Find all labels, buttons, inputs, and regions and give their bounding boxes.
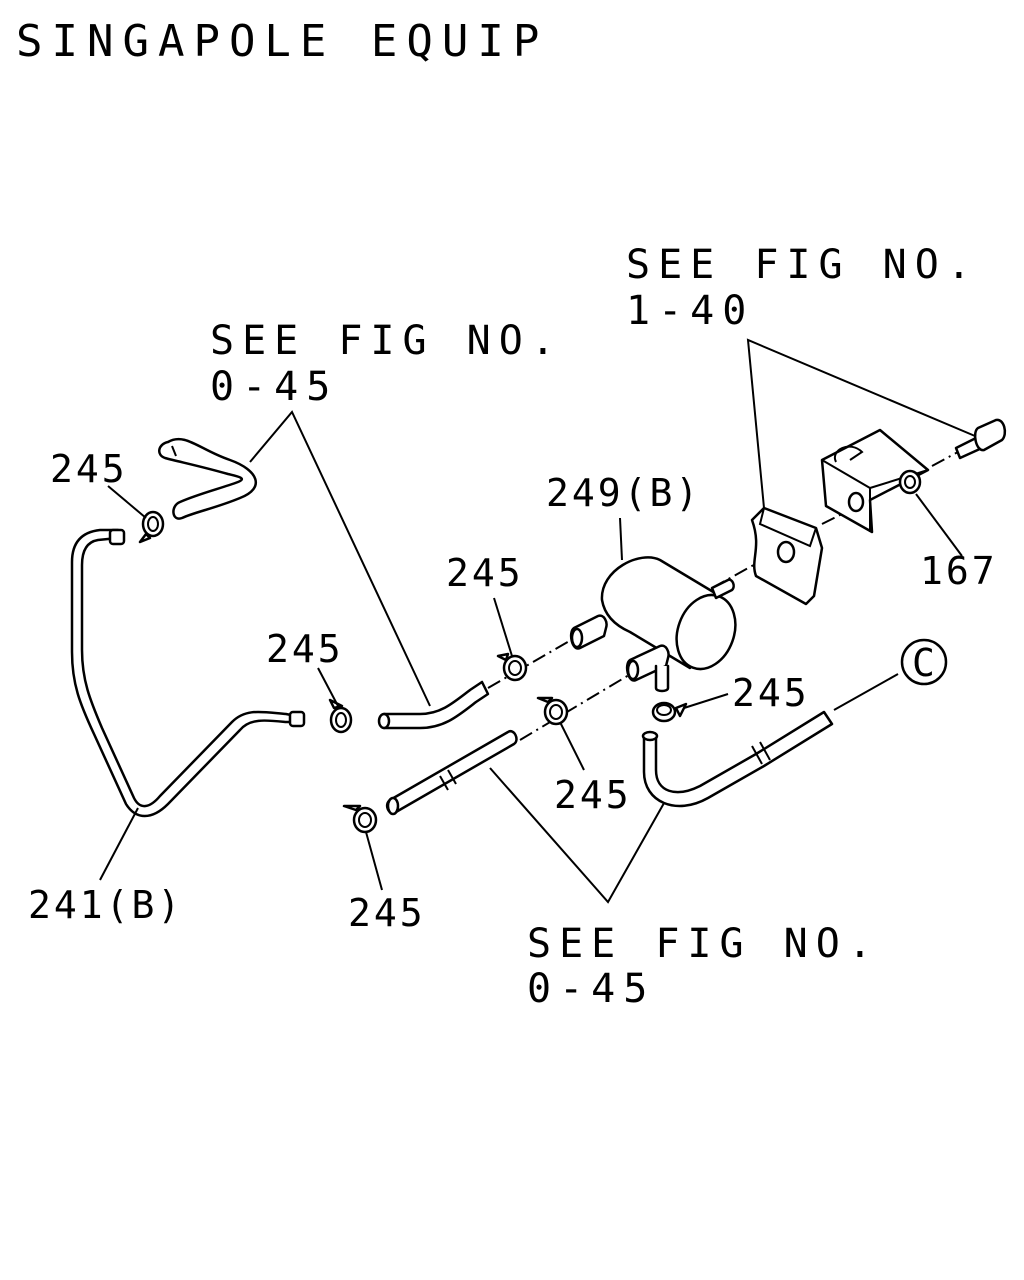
clamp-245-middle <box>493 597 528 682</box>
part-number-241b: 241(B) <box>28 883 183 927</box>
reference-line1: SEE FIG NO. <box>626 242 979 288</box>
page-title: SINGAPOLE EQUIP <box>16 16 548 67</box>
assembly-line <box>931 451 959 467</box>
reference-line2: 0-45 <box>527 966 655 1012</box>
part-number-245-bottom: 245 <box>348 891 426 935</box>
hose-middle-lower <box>385 729 518 816</box>
part-number-245-lower-middle: 245 <box>554 773 632 817</box>
canister-249b <box>569 517 737 693</box>
see-fig-reference-1-40: SEE FIG NO. 1-40 <box>626 242 979 509</box>
assembly-line <box>519 671 635 741</box>
rubber-mount <box>750 506 824 606</box>
part-number-245-left-middle: 245 <box>266 627 344 671</box>
hose-to-connector-c <box>641 673 899 808</box>
leader-241b <box>99 807 139 881</box>
assembly-line <box>487 635 579 689</box>
reference-line2: 1-40 <box>626 288 754 334</box>
clamp-245-right <box>651 693 729 723</box>
reference-line2: 0-45 <box>210 364 338 410</box>
clamp-245-lower-middle <box>536 696 585 771</box>
part-number-249b: 249(B) <box>546 471 701 515</box>
leader-line <box>249 410 431 707</box>
bolt <box>954 418 1007 460</box>
v-hose-upper <box>158 437 257 520</box>
part-number-245-right: 245 <box>732 671 810 715</box>
connector-c-marker: C <box>900 638 948 686</box>
bracket <box>820 428 963 557</box>
part-number-245-top-left: 245 <box>50 447 128 491</box>
leader-line <box>489 767 669 904</box>
clamp-245-left-middle <box>317 667 353 734</box>
leader-line <box>746 338 976 509</box>
reference-line1: SEE FIG NO. <box>527 921 880 967</box>
part-number-167: 167 <box>920 549 998 593</box>
see-fig-reference-0-45-lower: SEE FIG NO. 0-45 <box>489 767 880 1012</box>
hose-middle-upper <box>377 680 490 730</box>
see-fig-reference-0-45-upper: SEE FIG NO. 0-45 <box>210 318 563 707</box>
pipe-241b <box>70 528 306 818</box>
connector-c-label: C <box>912 641 935 685</box>
part-number-245-middle: 245 <box>446 551 524 595</box>
clamp-245-top-left <box>107 485 165 544</box>
reference-line1: SEE FIG NO. <box>210 318 563 364</box>
clamp-245-bottom <box>342 804 383 891</box>
